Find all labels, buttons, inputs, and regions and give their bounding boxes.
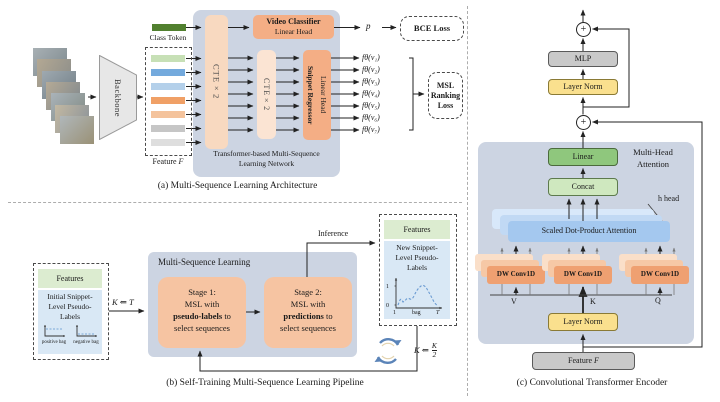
residual-skip-upper bbox=[583, 26, 630, 108]
feature-dashed-box bbox=[145, 47, 192, 156]
multi-head-attention-label: Multi-Head Attention bbox=[633, 147, 673, 169]
negative-bag-plot: negative bag bbox=[73, 323, 100, 345]
new-pseudolabels-body: New Snippet- Level Pseudo- Labels 1 0 1 … bbox=[384, 241, 450, 319]
feature-bar-blue bbox=[151, 69, 185, 76]
dw-conv1d-k-box: DW Conv1D bbox=[554, 266, 612, 284]
msl-container-label: Multi-Sequence Learning bbox=[158, 257, 251, 267]
feature-bar-lightgray bbox=[151, 139, 185, 146]
stage2-box: Stage 2: MSL with predictions to select … bbox=[264, 277, 352, 348]
feature-bar-lightorange bbox=[151, 111, 185, 118]
snippet-output: fθ(v₇) bbox=[362, 125, 380, 134]
backbone-block: Backbone bbox=[99, 55, 137, 140]
cte-block-1: CTE×2 bbox=[205, 15, 228, 149]
add-node-top: + bbox=[576, 22, 591, 37]
dw-conv1d-q-box: DW Conv1D bbox=[631, 266, 689, 284]
snippet-output: fθ(v₆) bbox=[362, 113, 380, 122]
panel-b-caption: (b) Self-Training Multi-Sequence Learnin… bbox=[166, 378, 364, 388]
stage1-box: Stage 1: MSL with pseudo-labels to selec… bbox=[158, 277, 246, 348]
msl-ranking-loss-box: MSL Ranking Loss bbox=[428, 72, 463, 119]
feature-bar-lightblue bbox=[151, 83, 185, 90]
backbone-label: Backbone bbox=[113, 78, 123, 117]
arrow-selftrain-loop bbox=[197, 324, 418, 372]
cte-block-2: CTE×2 bbox=[257, 50, 276, 139]
k-init-label: K ⇐ T bbox=[112, 297, 134, 307]
snippet-output: fθ(v₄) bbox=[362, 89, 380, 98]
initial-pseudolabels-body: Initial Snippet- Level Pseudo- Labels po… bbox=[38, 290, 102, 354]
class-token-label: Class Token bbox=[149, 33, 187, 42]
feature-f-label: Feature F bbox=[152, 157, 184, 166]
p-label: p bbox=[366, 21, 371, 31]
inference-label: Inference bbox=[318, 229, 349, 238]
add-node-mid: + bbox=[576, 115, 591, 130]
layer-norm-bottom-box: Layer Norm bbox=[548, 313, 618, 331]
network-caption: Transformer-based Multi-Sequence Learnin… bbox=[213, 149, 320, 168]
feature-bar-orange bbox=[151, 97, 185, 104]
panel-divider-vertical bbox=[467, 6, 468, 396]
panel-divider-horizontal bbox=[8, 202, 462, 203]
snippet-output: fθ(v₃) bbox=[362, 77, 380, 86]
scaled-dot-product-attention-box: Scaled Dot-Product Attention bbox=[508, 221, 670, 242]
residual-skip-lower bbox=[583, 119, 703, 348]
features-header-right: Features bbox=[384, 220, 450, 239]
panel-a-caption: (a) Multi-Sequence Learning Architecture bbox=[157, 181, 318, 191]
q-label: Q bbox=[655, 296, 661, 305]
mlp-box: MLP bbox=[548, 51, 618, 67]
concat-box: Concat bbox=[548, 178, 618, 196]
v-label: V bbox=[511, 297, 517, 306]
video-classifier-box: Video Classifier Linear Head bbox=[253, 15, 334, 39]
positive-bag-plot: positive bag bbox=[41, 323, 68, 345]
k-label: K bbox=[590, 297, 596, 306]
pseudo-label-curve-plot: 1 0 1 bag T bbox=[384, 274, 450, 316]
mha-container bbox=[478, 142, 694, 344]
snippet-output: fθ(v₂) bbox=[362, 65, 380, 74]
feature-bar-gray bbox=[151, 125, 185, 132]
dw-conv1d-v-box: DW Conv1D bbox=[487, 266, 545, 284]
snippet-output: fθ(v₁) bbox=[362, 53, 380, 62]
bce-loss-box: BCE Loss bbox=[400, 16, 464, 41]
video-frame bbox=[60, 116, 94, 144]
snippet-regressor-box: Snippet Regressor Linear Head bbox=[303, 50, 331, 140]
arrow-inference bbox=[306, 240, 376, 277]
linear-box: Linear bbox=[548, 148, 618, 166]
panel-c-caption: (c) Convolutional Transformer Encoder bbox=[516, 378, 668, 388]
class-token-bar bbox=[152, 24, 186, 31]
feature-f-box: Feature F bbox=[532, 352, 635, 370]
features-header-left: Features bbox=[38, 269, 102, 288]
feature-bar-green bbox=[151, 55, 185, 62]
self-training-cycle-icon bbox=[371, 334, 405, 368]
layer-norm-top-box: Layer Norm bbox=[548, 79, 618, 95]
snippet-output: fθ(v₅) bbox=[362, 101, 380, 110]
h-head-label: h head bbox=[658, 194, 680, 203]
